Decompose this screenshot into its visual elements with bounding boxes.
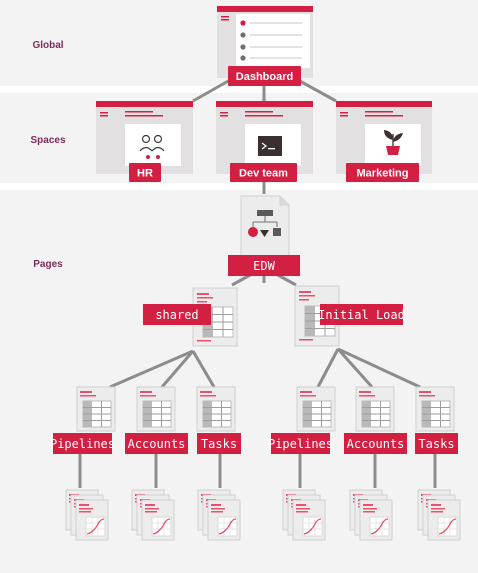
pipelines-label-2: Pipelines — [268, 437, 333, 451]
shared-node: shared — [143, 287, 238, 347]
accounts-label-1: Accounts — [128, 437, 186, 451]
tasks-label-1: Tasks — [201, 437, 237, 451]
tier-label-global: Global — [32, 40, 64, 51]
dev-team-space-node: Dev team — [216, 101, 313, 182]
dashboard-label: Dashboard — [236, 71, 293, 83]
chart-stack-tasks-1 — [197, 489, 241, 541]
people-icon — [139, 134, 165, 152]
edw-node: EDW — [228, 195, 300, 276]
initial-load-label: Initial Load — [318, 308, 405, 322]
list-icon — [236, 14, 310, 68]
chart-stack-tasks-2 — [417, 489, 461, 541]
shared-label: shared — [155, 308, 198, 322]
tasks-node-2: Tasks — [415, 386, 458, 454]
pipelines-node-1: Pipelines — [50, 386, 116, 454]
connector-lines — [78, 78, 437, 488]
flowchart-icon — [248, 210, 281, 237]
tasks-node-1: Tasks — [196, 386, 241, 454]
accounts-label-2: Accounts — [347, 437, 405, 451]
plant-icon — [384, 130, 403, 155]
dashboard-node: Dashboard — [217, 6, 313, 86]
pipelines-label-1: Pipelines — [50, 437, 115, 451]
terminal-icon — [258, 136, 282, 156]
hr-label: HR — [137, 168, 153, 180]
initial-load-node: Initial Load — [294, 285, 405, 347]
dashboard-label-box — [228, 66, 301, 86]
chart-stack-accounts-2 — [349, 489, 393, 541]
marketing-space-node: Marketing — [336, 101, 432, 182]
chart-stack-accounts-1 — [131, 489, 175, 541]
chart-stack-pipelines-1 — [65, 489, 109, 541]
accounts-node-1: Accounts — [125, 386, 188, 454]
edw-label: EDW — [253, 259, 275, 273]
tier-label-pages: Pages — [33, 259, 63, 270]
marketing-label: Marketing — [357, 168, 409, 180]
hr-space-node: HR — [96, 101, 193, 182]
pipelines-node-2: Pipelines — [268, 386, 336, 454]
tier-label-spaces: Spaces — [30, 135, 66, 146]
tasks-label-2: Tasks — [418, 437, 454, 451]
accounts-node-2: Accounts — [344, 386, 407, 454]
dev-team-label: Dev team — [239, 168, 288, 180]
chart-stack-pipelines-2 — [282, 489, 326, 541]
